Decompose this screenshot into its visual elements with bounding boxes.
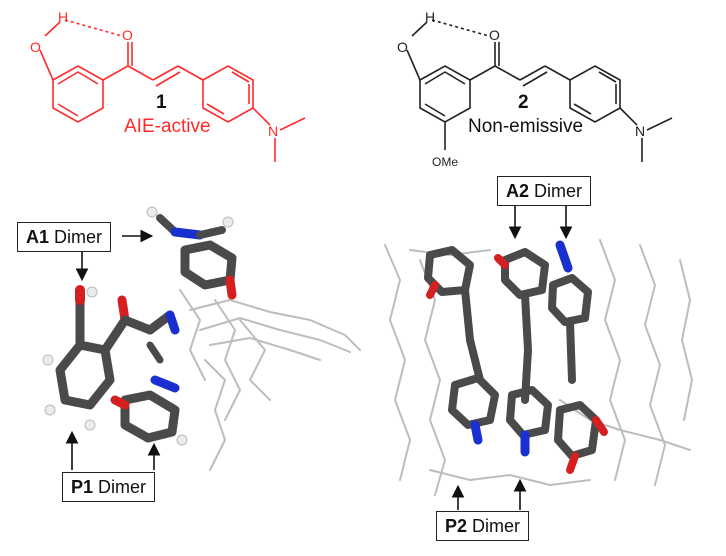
left-wire-molecules [179, 289, 361, 471]
compound-2-structure [406, 19, 673, 162]
stack-molecule-1 [424, 246, 499, 445]
a1-upper-molecule [146, 206, 237, 300]
p1-dimer-label: P1 Dimer [62, 472, 156, 502]
c1-aniline-ring [202, 65, 254, 123]
a2-dimer-label-rest: Dimer [529, 181, 583, 201]
c2-atom-h: H [425, 9, 435, 25]
a2-dimer-label: A2 Dimer [497, 176, 592, 206]
a1-lower-molecule [110, 375, 188, 446]
c2-atom-oh: O [397, 39, 408, 55]
c2-phenol-ring [419, 65, 471, 123]
right-stick-model [384, 239, 693, 496]
compound-1-description: AIE-active [124, 116, 211, 137]
c1-phenol-ring [52, 65, 104, 123]
c2-atom-n: N [635, 123, 645, 139]
a1-dimer-label-bold: A1 [26, 227, 50, 247]
p2-dimer-label-rest: Dimer [467, 516, 521, 536]
p1-dimer-label-bold: P1 [71, 477, 94, 497]
right-wire-molecules [384, 239, 693, 496]
compound-2-description: Non-emissive [468, 116, 584, 137]
c2-aniline-ring [569, 65, 621, 123]
c1-atom-oh: O [30, 39, 41, 55]
p2-dimer-label: P2 Dimer [436, 511, 530, 541]
c1-atom-o: O [122, 27, 133, 43]
compound-1-structure [39, 19, 306, 162]
p1-dimer-label-rest: Dimer [93, 477, 147, 497]
stack-molecule-3 [548, 240, 608, 474]
a2-dimer-label-bold: A2 [506, 181, 530, 201]
a1-dimer-label-rest: Dimer [49, 227, 103, 247]
c1-atom-h: H [58, 9, 68, 25]
annotation-arrows [65, 203, 573, 510]
c2-substituent-ome: OMe [432, 155, 458, 169]
a1-dimer-label: A1 Dimer [17, 222, 112, 252]
p1-molecule [42, 285, 180, 431]
stack-molecule-2 [494, 248, 552, 457]
left-stick-model [42, 206, 361, 471]
c1-atom-n: N [268, 123, 278, 139]
p2-dimer-label-bold: P2 [445, 516, 468, 536]
compound-1-number: 1 [156, 92, 167, 113]
c2-atom-o: O [489, 27, 500, 43]
compound-2-number: 2 [518, 92, 529, 113]
